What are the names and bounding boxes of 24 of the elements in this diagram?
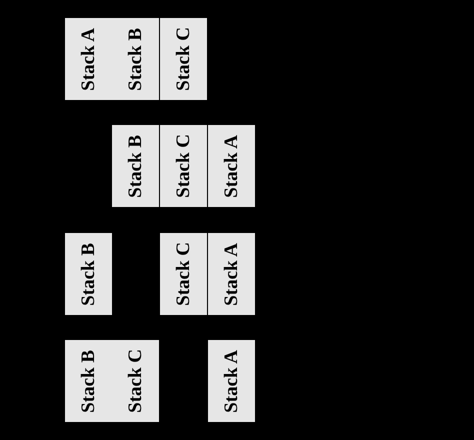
stack-box: [112, 340, 159, 422]
stack-label: Stack A: [78, 28, 100, 90]
stack-label: Stack C: [172, 27, 194, 91]
stack-box: [112, 125, 159, 207]
stack-box: [208, 340, 255, 422]
stack-box: [160, 125, 207, 207]
stack-box: [208, 233, 255, 315]
stack-box: [160, 18, 207, 100]
stack-label: Stack B: [124, 28, 146, 90]
stack-label: Stack A: [220, 134, 242, 198]
stack-box: [112, 18, 159, 100]
stack-label: Stack A: [220, 350, 242, 412]
stack-label: Stack B: [124, 134, 146, 198]
stack-label: Stack A: [220, 242, 242, 306]
stack-label: Stack C: [172, 242, 194, 306]
stack-box: [160, 233, 207, 315]
stack-box: [208, 125, 255, 207]
stack-label: Stack C: [172, 134, 194, 198]
stack-label: Stack B: [78, 350, 100, 412]
stack-box: [65, 233, 112, 315]
stack-box: [65, 340, 112, 422]
stack-label: Stack C: [124, 349, 146, 413]
stack-box: [65, 18, 112, 100]
stack-label: Stack B: [78, 242, 100, 306]
